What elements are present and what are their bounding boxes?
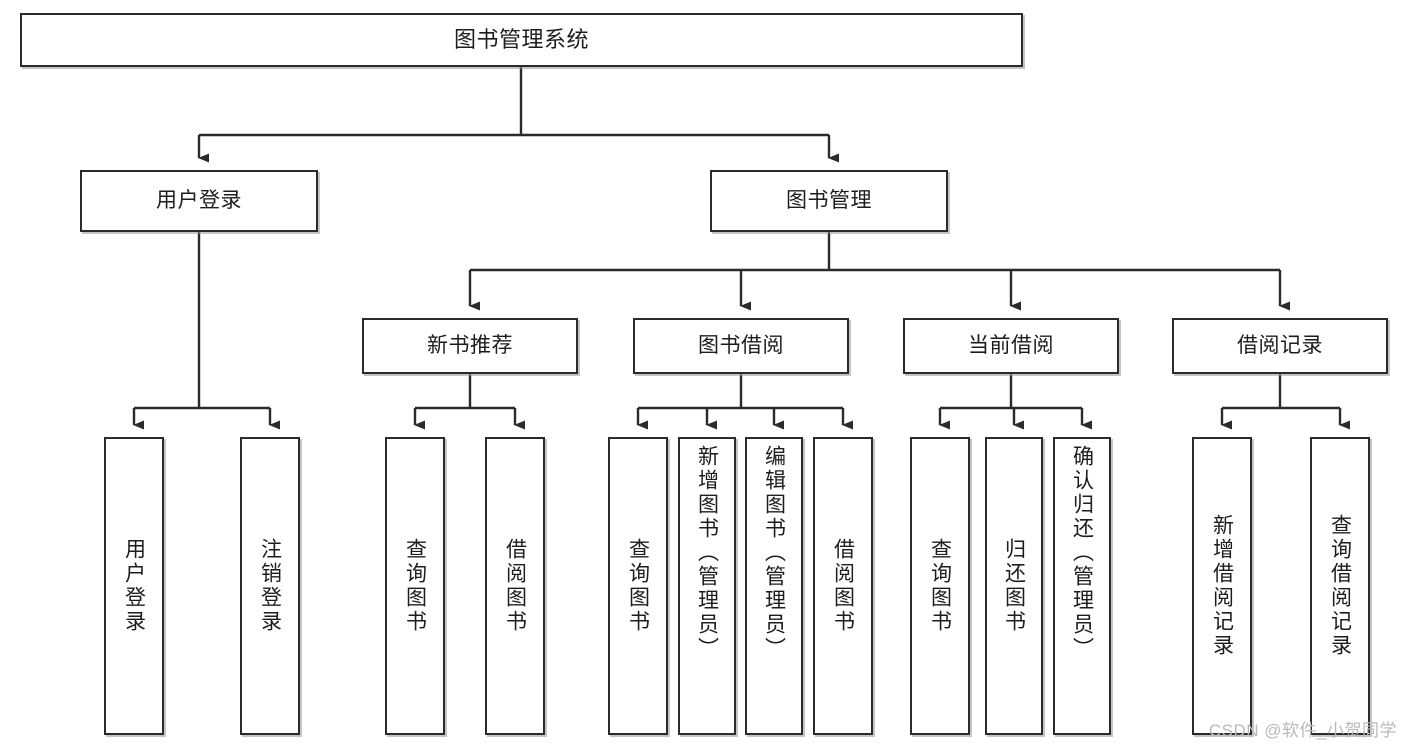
node-leaf-user-login[interactable]: 用户登录 <box>104 437 164 735</box>
node-label-leaf-query-borrow-record: 查询借阅记录 <box>1328 514 1352 658</box>
node-label-leaf-add-borrow-record: 新增借阅记录 <box>1210 514 1234 658</box>
node-leaf-add-borrow-record[interactable]: 新增借阅记录 <box>1192 437 1252 735</box>
leaf-inner: 确认归还（管理员） <box>1055 439 1109 733</box>
node-label-book-manage: 图书管理 <box>786 189 872 213</box>
node-label-leaf-borrow-book: 借阅图书 <box>831 538 855 634</box>
node-leaf-edit-book-admin[interactable]: 编辑图书（管理员） <box>745 437 803 735</box>
leaf-inner: 查询借阅记录 <box>1312 439 1368 733</box>
leaf-inner: 查询图书 <box>912 439 968 733</box>
connectors-borrowrecord-to-leaves <box>1220 374 1350 430</box>
node-label-leaf-query-book-new: 查询图书 <box>403 538 427 634</box>
node-leaf-add-book-admin[interactable]: 新增图书（管理员） <box>678 437 736 735</box>
leaf-inner: 新增借阅记录 <box>1194 439 1250 733</box>
node-user-login[interactable]: 用户登录 <box>80 170 318 232</box>
node-label-leaf-user-login: 用户登录 <box>122 538 146 634</box>
leaf-inner: 用户登录 <box>106 439 162 733</box>
node-label-leaf-confirm-return-admin: 确认归还（管理员） <box>1070 445 1094 661</box>
connectors-bookborrow-to-leaves <box>636 374 853 430</box>
node-root-system[interactable]: 图书管理系统 <box>20 13 1023 67</box>
node-new-book-recommend[interactable]: 新书推荐 <box>362 318 578 374</box>
node-label-leaf-query-book-current: 查询图书 <box>928 538 952 634</box>
leaf-inner: 编辑图书（管理员） <box>747 439 801 733</box>
node-leaf-query-borrow-record[interactable]: 查询借阅记录 <box>1310 437 1370 735</box>
node-leaf-query-book-borrow[interactable]: 查询图书 <box>608 437 668 735</box>
connectors-newbook-to-leaves <box>413 374 525 430</box>
connectors-bookmanage-to-level3 <box>468 232 1290 311</box>
node-label-borrow-record: 借阅记录 <box>1237 334 1323 358</box>
node-label-new-book-recommend: 新书推荐 <box>427 334 513 358</box>
connectors-root-to-level2 <box>197 67 839 163</box>
node-label-leaf-borrow-book-new: 借阅图书 <box>503 538 527 634</box>
node-label-user-login: 用户登录 <box>156 189 242 213</box>
node-label-leaf-return-book: 归还图书 <box>1002 538 1026 634</box>
node-leaf-query-book-new[interactable]: 查询图书 <box>385 437 445 735</box>
node-book-manage[interactable]: 图书管理 <box>710 170 948 232</box>
node-label-book-borrow: 图书借阅 <box>698 334 784 358</box>
node-label-leaf-add-book-admin: 新增图书（管理员） <box>695 445 719 661</box>
node-leaf-borrow-book-new[interactable]: 借阅图书 <box>485 437 545 735</box>
node-label-current-borrow: 当前借阅 <box>968 334 1054 358</box>
node-label-root-system: 图书管理系统 <box>453 26 589 52</box>
leaf-inner: 借阅图书 <box>815 439 871 733</box>
node-leaf-query-book-current[interactable]: 查询图书 <box>910 437 970 735</box>
node-leaf-return-book[interactable]: 归还图书 <box>985 437 1043 735</box>
leaf-inner: 查询图书 <box>387 439 443 733</box>
node-leaf-confirm-return-admin[interactable]: 确认归还（管理员） <box>1053 437 1111 735</box>
leaf-inner: 注销登录 <box>242 439 298 733</box>
node-current-borrow[interactable]: 当前借阅 <box>903 318 1119 374</box>
node-label-leaf-query-book-borrow: 查询图书 <box>626 538 650 634</box>
node-borrow-record[interactable]: 借阅记录 <box>1172 318 1388 374</box>
leaf-inner: 查询图书 <box>610 439 666 733</box>
node-label-leaf-edit-book-admin: 编辑图书（管理员） <box>762 445 786 661</box>
leaf-inner: 归还图书 <box>987 439 1041 733</box>
node-leaf-logout[interactable]: 注销登录 <box>240 437 300 735</box>
connectors-currentborrow-to-leaves <box>938 374 1092 430</box>
node-leaf-borrow-book[interactable]: 借阅图书 <box>813 437 873 735</box>
connectors-userlogin-to-leaves <box>132 232 280 430</box>
leaf-inner: 新增图书（管理员） <box>680 439 734 733</box>
node-label-leaf-logout: 注销登录 <box>258 538 282 634</box>
node-book-borrow[interactable]: 图书借阅 <box>633 318 849 374</box>
leaf-inner: 借阅图书 <box>487 439 543 733</box>
